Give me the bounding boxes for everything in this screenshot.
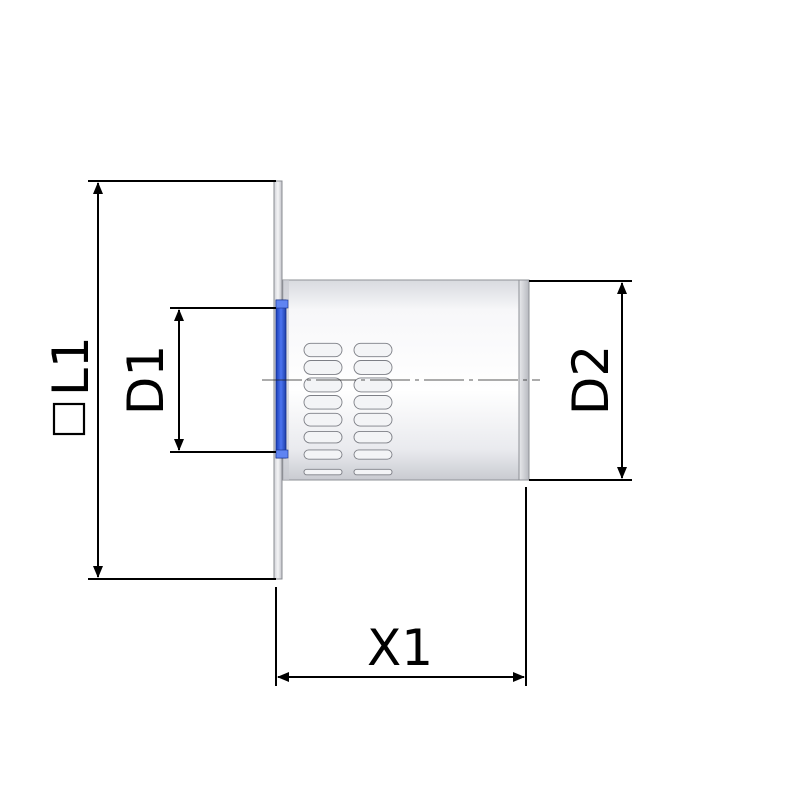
dimension-d2: D2 <box>529 280 632 481</box>
slot <box>303 360 343 375</box>
slot <box>353 395 393 410</box>
x1-label: X1 <box>367 619 433 677</box>
slot <box>353 430 393 444</box>
dimension-d1: D1 <box>117 307 276 453</box>
dimension-x1: X1 <box>275 487 527 686</box>
slot <box>353 360 393 375</box>
l1-label: L1 <box>42 336 100 396</box>
seal-ring <box>275 299 287 459</box>
seal-lip-bottom <box>275 449 289 459</box>
slot <box>303 377 343 393</box>
slot <box>353 412 393 427</box>
slot <box>353 377 393 393</box>
slot-grid <box>303 342 393 476</box>
d1-label: D1 <box>117 345 175 415</box>
d2-label: D2 <box>562 345 620 415</box>
slot <box>303 412 343 427</box>
slot <box>303 430 343 444</box>
part <box>262 180 540 580</box>
seal-lip-top <box>275 299 289 309</box>
square-symbol-icon <box>52 402 86 436</box>
slot <box>303 342 343 358</box>
slot <box>303 468 343 476</box>
slot <box>303 449 343 460</box>
slot <box>353 342 393 358</box>
dimension-l1: L1 <box>42 180 276 580</box>
slot <box>353 449 393 460</box>
slot <box>303 395 343 410</box>
slot <box>353 468 393 476</box>
